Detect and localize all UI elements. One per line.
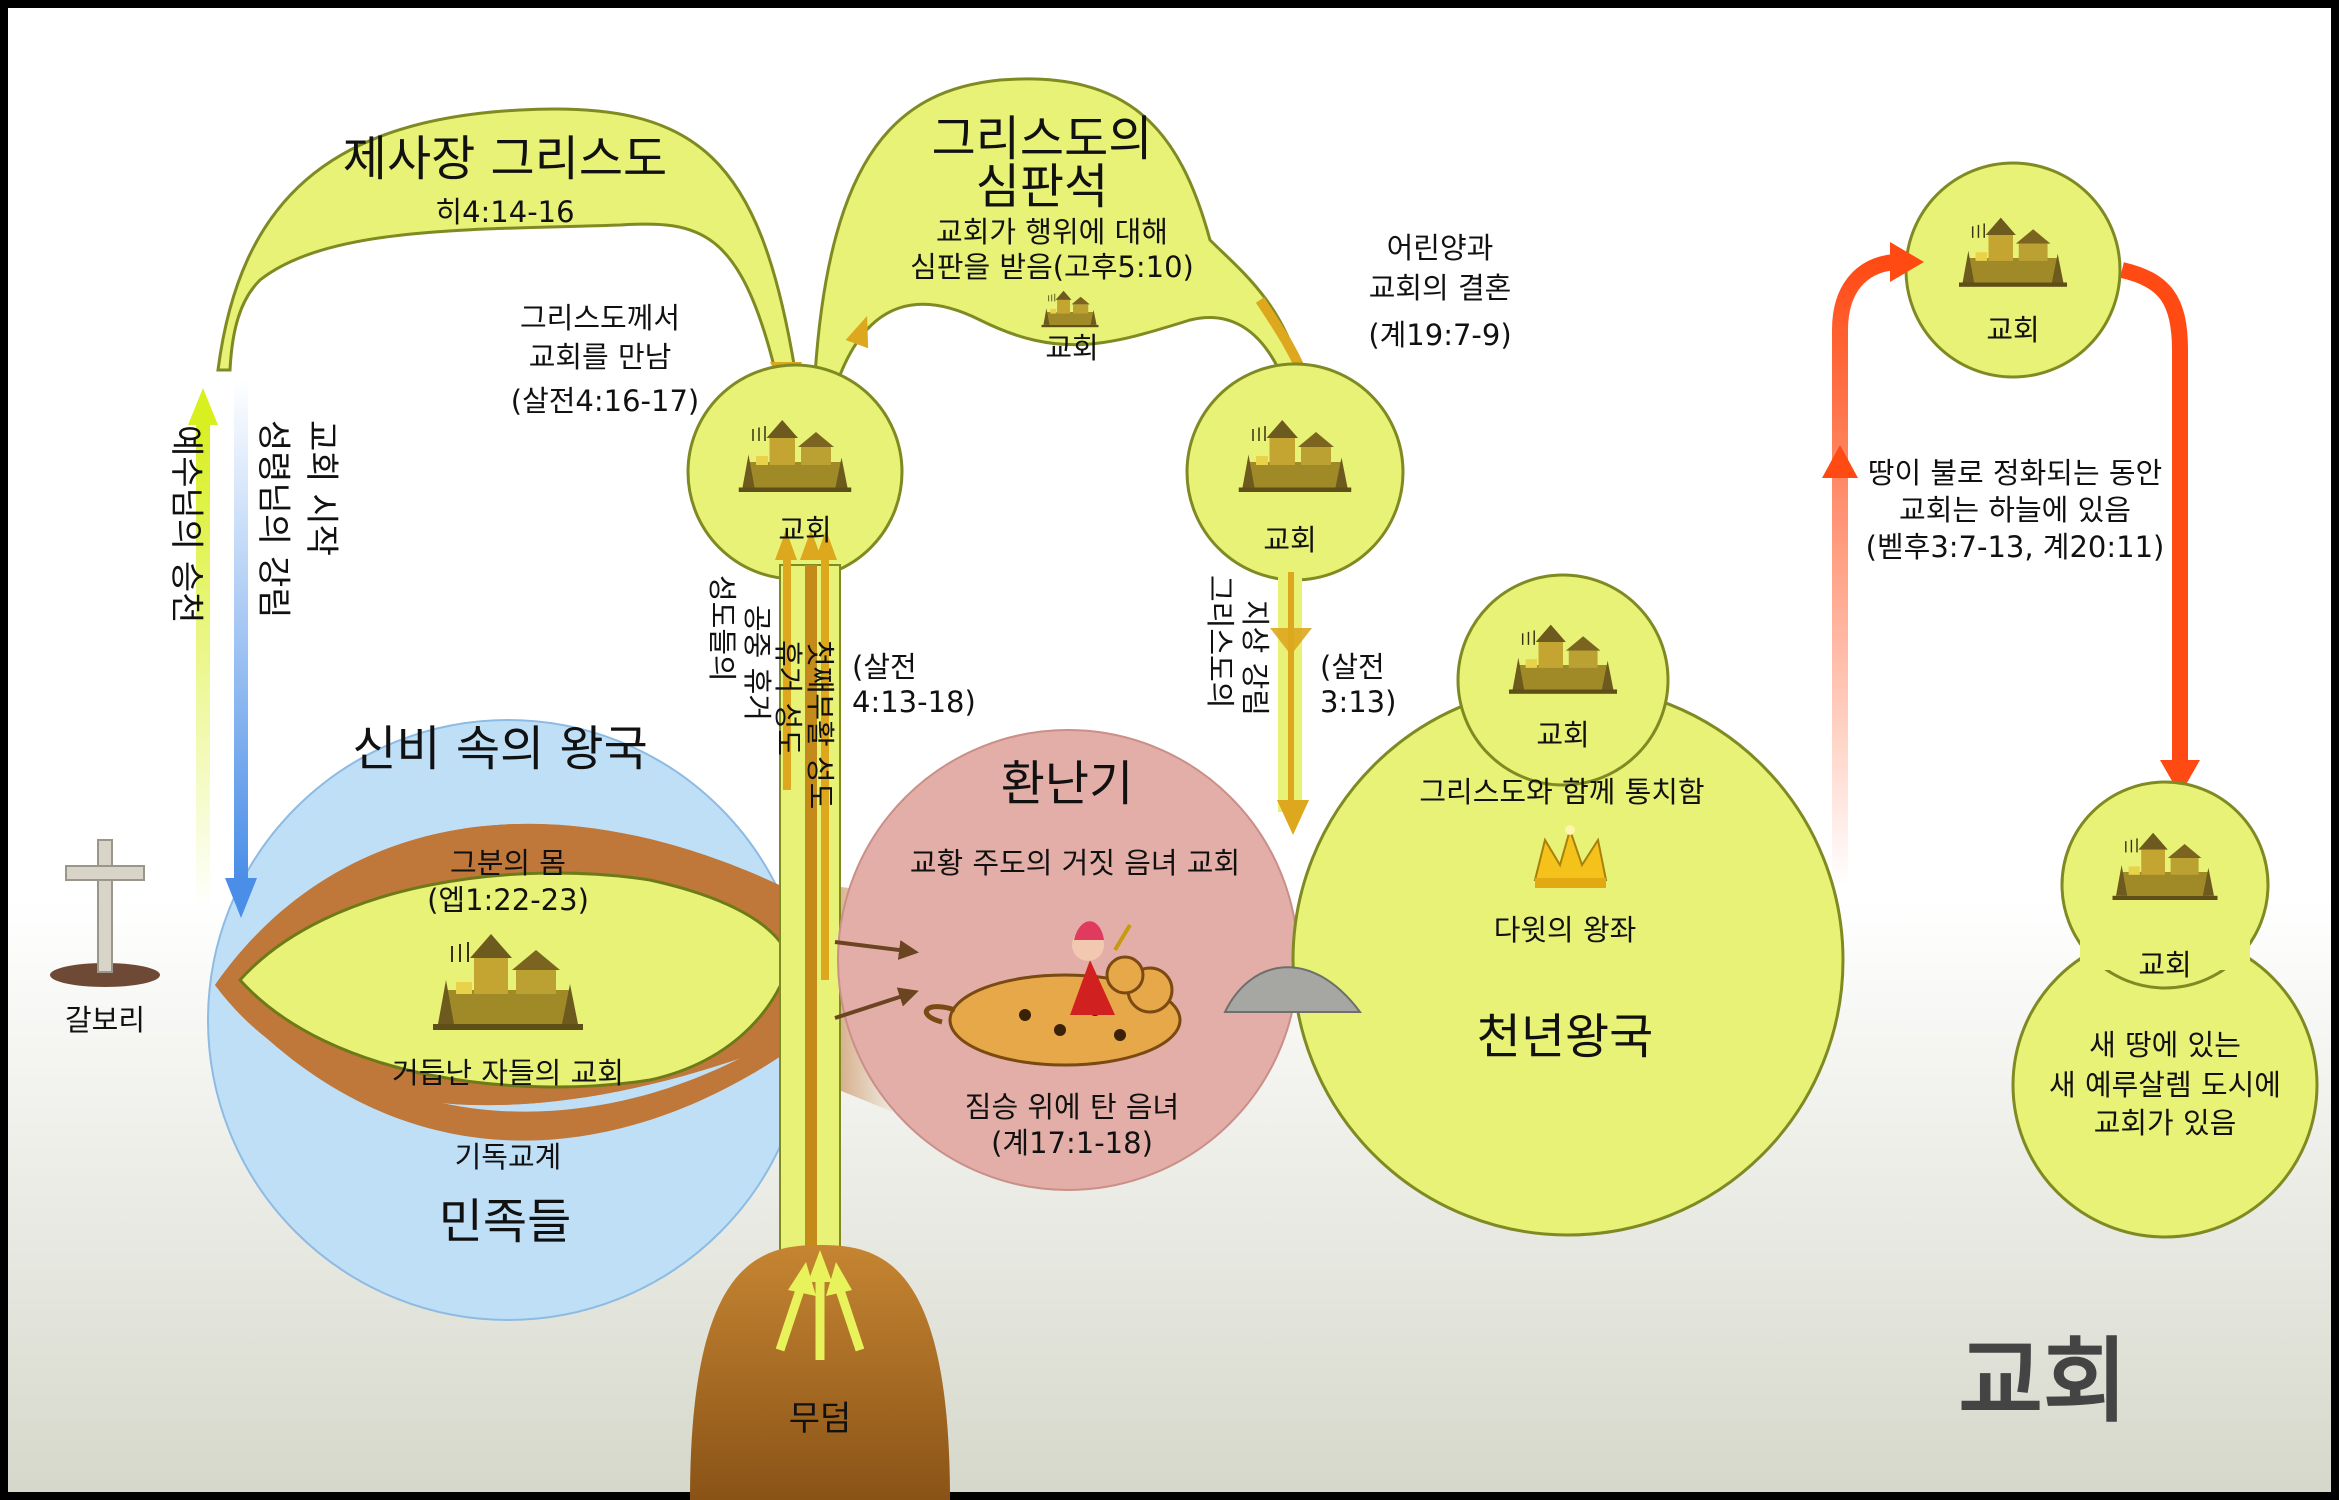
throne-label: 다윗의 왕좌 (1494, 913, 1637, 947)
body-ref: (엡1:22-23) (427, 883, 589, 917)
millennium-title: 천년왕국 (1477, 1009, 1654, 1065)
new-earth-line2: 새 예루살렘 도시에 (2049, 1068, 2281, 1102)
new-earth-line1: 새 땅에 있는 (2089, 1028, 2241, 1062)
ref-thess3-line1: (살전 (1320, 650, 1385, 684)
ref-thess3-line2: 3:13) (1320, 685, 1396, 719)
tribulation-line1: 교황 주도의 거짓 음녀 교회 (910, 846, 1240, 880)
calvary-label: 갈보리 (65, 1003, 145, 1037)
new-earth-church-label: 교회 (2138, 948, 2191, 982)
marriage-church-label: 교회 (1263, 523, 1316, 557)
grave-resurrection-arrows (775, 1250, 865, 1360)
new-earth-line3: 교회가 있음 (2094, 1106, 2237, 1140)
marriage-line1: 어린양과 (1387, 231, 1494, 265)
heaven-ref: (벧후3:7-13, 계20:11) (1866, 530, 2165, 564)
holy-spirit-label: 성령님의 강림 (253, 420, 293, 619)
raptured-saints-label: 휴거 성도 (771, 640, 805, 756)
reign-label: 그리스도와 함께 통치함 (1419, 775, 1704, 809)
meet-line2: 교회를 만남 (529, 340, 672, 374)
first-resurrection-label: 첫째부활 성도 (803, 640, 837, 809)
ref-thess4-line1: (살전 (852, 650, 917, 684)
heaven-line1: 땅이 불로 정화되는 동안 (1868, 456, 2162, 490)
tribulation-title: 환난기 (1001, 756, 1133, 812)
rapture-church-label: 교회 (778, 513, 831, 547)
earthly-return-label: 지상 강림 (1238, 600, 1272, 716)
judgment-church-label: 교회 (1045, 331, 1098, 365)
nations-label: 민족들 (439, 1194, 571, 1250)
to-heaven-arrow (1832, 254, 1897, 885)
meet-line1: 그리스도께서 (520, 301, 680, 335)
judgment-title1: 그리스도의 (932, 111, 1153, 167)
marriage-line2: 교회의 결혼 (1369, 271, 1512, 305)
christendom-label: 기독교계 (455, 1140, 562, 1174)
holy-spirit-arrow (234, 380, 248, 880)
heaven-line2: 교회는 하늘에 있음 (1899, 493, 2131, 527)
tribulation-line2: 짐승 위에 탄 음녀 (965, 1090, 1179, 1124)
rapture-air-label: 공중 휴거 (740, 605, 774, 721)
meet-ref: (살전4:16-17) (511, 384, 699, 418)
saints-of-label: 성도들의 (705, 575, 739, 682)
priest-ref: 히4:14-16 (435, 195, 574, 229)
page-title: 교회 (1958, 1328, 2127, 1435)
mystery-kingdom-title: 신비 속의 왕국 (352, 721, 647, 777)
reborn-church-label: 거듭난 자들의 교회 (392, 1056, 624, 1090)
millennium-church-label: 교회 (1536, 718, 1589, 752)
ref-thess4-line2: 4:13-18) (852, 685, 976, 719)
grave-label: 무덤 (789, 1399, 852, 1439)
to-new-earth-arrow (2120, 262, 2188, 760)
ascension-label: 예수님의 승천 (166, 425, 206, 624)
christ-of-label: 그리스도의 (1203, 575, 1237, 708)
church-start-label: 교회 시작 (301, 420, 341, 556)
heaven-church-label: 교회 (1986, 313, 2039, 347)
judgment-line1: 교회가 행위에 대해 (936, 215, 1168, 249)
judgment-line2: 심판을 받음(고후5:10) (910, 250, 1194, 284)
priest-title: 제사장 그리스도 (343, 131, 667, 187)
grave-mound (690, 1245, 950, 1500)
marriage-ref: (계19:7-9) (1368, 318, 1511, 352)
body-label: 그분의 몸 (450, 846, 566, 880)
priest-christ-arc (216, 107, 797, 372)
rock-pile (1223, 966, 1362, 1013)
calvary-cross (50, 839, 160, 987)
harlot-on-beast-illustration (923, 921, 1182, 1067)
crown-icon (1533, 825, 1608, 888)
judgment-title2: 심판석 (976, 159, 1108, 215)
tribulation-ref: (계17:1-18) (991, 1126, 1153, 1160)
ascension-arrow (196, 420, 210, 910)
